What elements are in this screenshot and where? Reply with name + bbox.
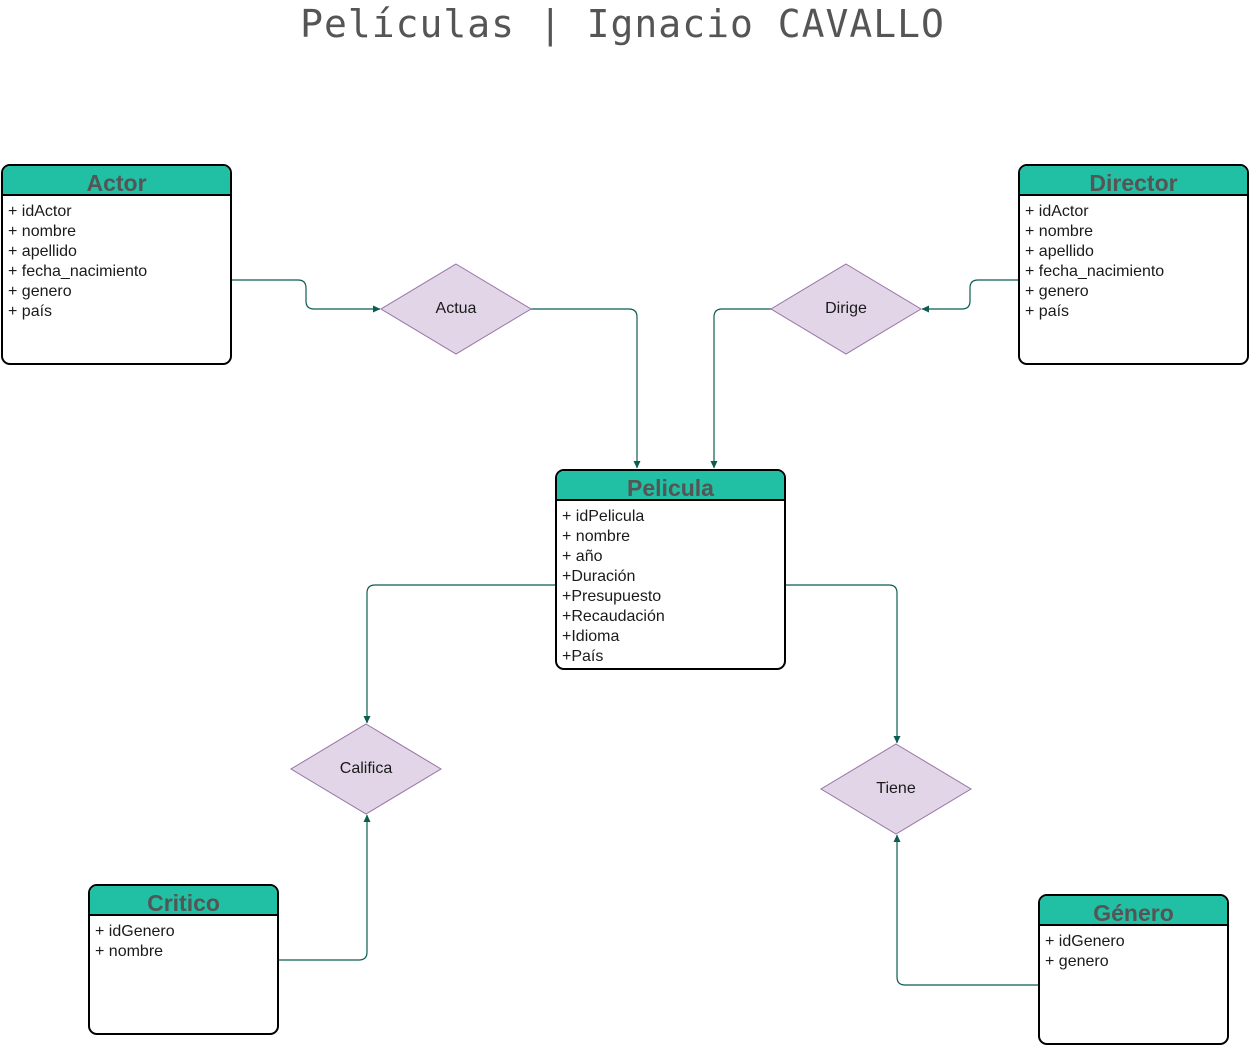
relation-tiene[interactable]: Tiene xyxy=(820,743,972,835)
connector-pelicula-califica xyxy=(363,584,555,724)
attribute-item: + fecha_nacimiento xyxy=(1025,263,1165,280)
diamond-shape xyxy=(820,743,972,835)
relation-dirige[interactable]: Dirige xyxy=(770,263,922,355)
attribute-item: + genero xyxy=(1045,953,1109,970)
entity-critico[interactable]: Critico + idGenero + nombre xyxy=(88,884,279,1035)
entity-critico-attributes: + idGenero + nombre xyxy=(90,916,277,962)
entity-actor-attributes: + idActor + nombre + apellido + fecha_na… xyxy=(3,196,230,322)
connector-actua-pelicula xyxy=(530,308,641,469)
entity-director[interactable]: Director + idActor + nombre + apellido +… xyxy=(1018,164,1249,365)
diagram-title: Películas | Ignacio CAVALLO xyxy=(300,2,945,46)
attribute-item: + fecha_nacimiento xyxy=(8,263,148,280)
attribute-item: + idPelicula xyxy=(562,508,645,525)
attribute-item: + nombre xyxy=(95,943,164,960)
connector-genero-tiene xyxy=(893,834,1038,986)
connector-director-dirige xyxy=(921,279,1018,313)
attribute-item: +Recaudación xyxy=(562,608,665,625)
entity-pelicula-header: Pelicula xyxy=(557,471,784,501)
attribute-item: + nombre xyxy=(1025,223,1094,240)
entity-genero[interactable]: Género + idGenero + genero xyxy=(1038,894,1229,1045)
entity-actor-header: Actor xyxy=(3,166,230,196)
attribute-item: + idGenero xyxy=(1045,933,1125,950)
entity-director-attributes: + idActor + nombre + apellido + fecha_na… xyxy=(1020,196,1247,322)
relation-actua[interactable]: Actua xyxy=(380,263,532,355)
relation-califica-label: Califica xyxy=(339,760,393,777)
connector-dirige-pelicula xyxy=(710,308,772,469)
attribute-item: + nombre xyxy=(8,223,77,240)
attribute-item: +Duración xyxy=(562,568,636,585)
attribute-item: + apellido xyxy=(1025,243,1094,260)
entity-actor[interactable]: Actor + idActor + nombre + apellido + fe… xyxy=(1,164,232,365)
connector-critico-califica xyxy=(279,814,371,961)
entity-pelicula-attributes: + idPelicula + nombre + año +Duración +P… xyxy=(557,501,784,667)
entity-director-header: Director xyxy=(1020,166,1247,196)
diamond-shape xyxy=(770,263,922,355)
relation-dirige-label: Dirige xyxy=(825,300,867,317)
attribute-item: + genero xyxy=(1025,283,1089,300)
diamond-shape xyxy=(380,263,532,355)
attribute-item: + país xyxy=(8,303,53,320)
entity-genero-attributes: + idGenero + genero xyxy=(1040,926,1227,972)
relation-tiene-label: Tiene xyxy=(876,780,916,797)
attribute-item: + nombre xyxy=(562,528,631,545)
entity-genero-header: Género xyxy=(1040,896,1227,926)
attribute-item: + idGenero xyxy=(95,923,175,940)
attribute-item: + país xyxy=(1025,303,1070,320)
connector-actor-actua xyxy=(232,279,381,313)
attribute-item: +País xyxy=(562,648,604,665)
attribute-item: + idActor xyxy=(8,203,72,220)
relation-califica[interactable]: Califica xyxy=(290,723,442,815)
connector-pelicula-tiene xyxy=(786,584,901,744)
attribute-item: + año xyxy=(562,548,603,565)
diamond-shape xyxy=(290,723,442,815)
attribute-item: +Idioma xyxy=(562,628,620,645)
relation-actua-label: Actua xyxy=(435,300,477,317)
attribute-item: + apellido xyxy=(8,243,77,260)
entity-critico-header: Critico xyxy=(90,886,277,916)
attribute-item: + idActor xyxy=(1025,203,1089,220)
entity-pelicula[interactable]: Pelicula + idPelicula + nombre + año +Du… xyxy=(555,469,786,670)
attribute-item: +Presupuesto xyxy=(562,588,662,605)
attribute-item: + genero xyxy=(8,283,72,300)
